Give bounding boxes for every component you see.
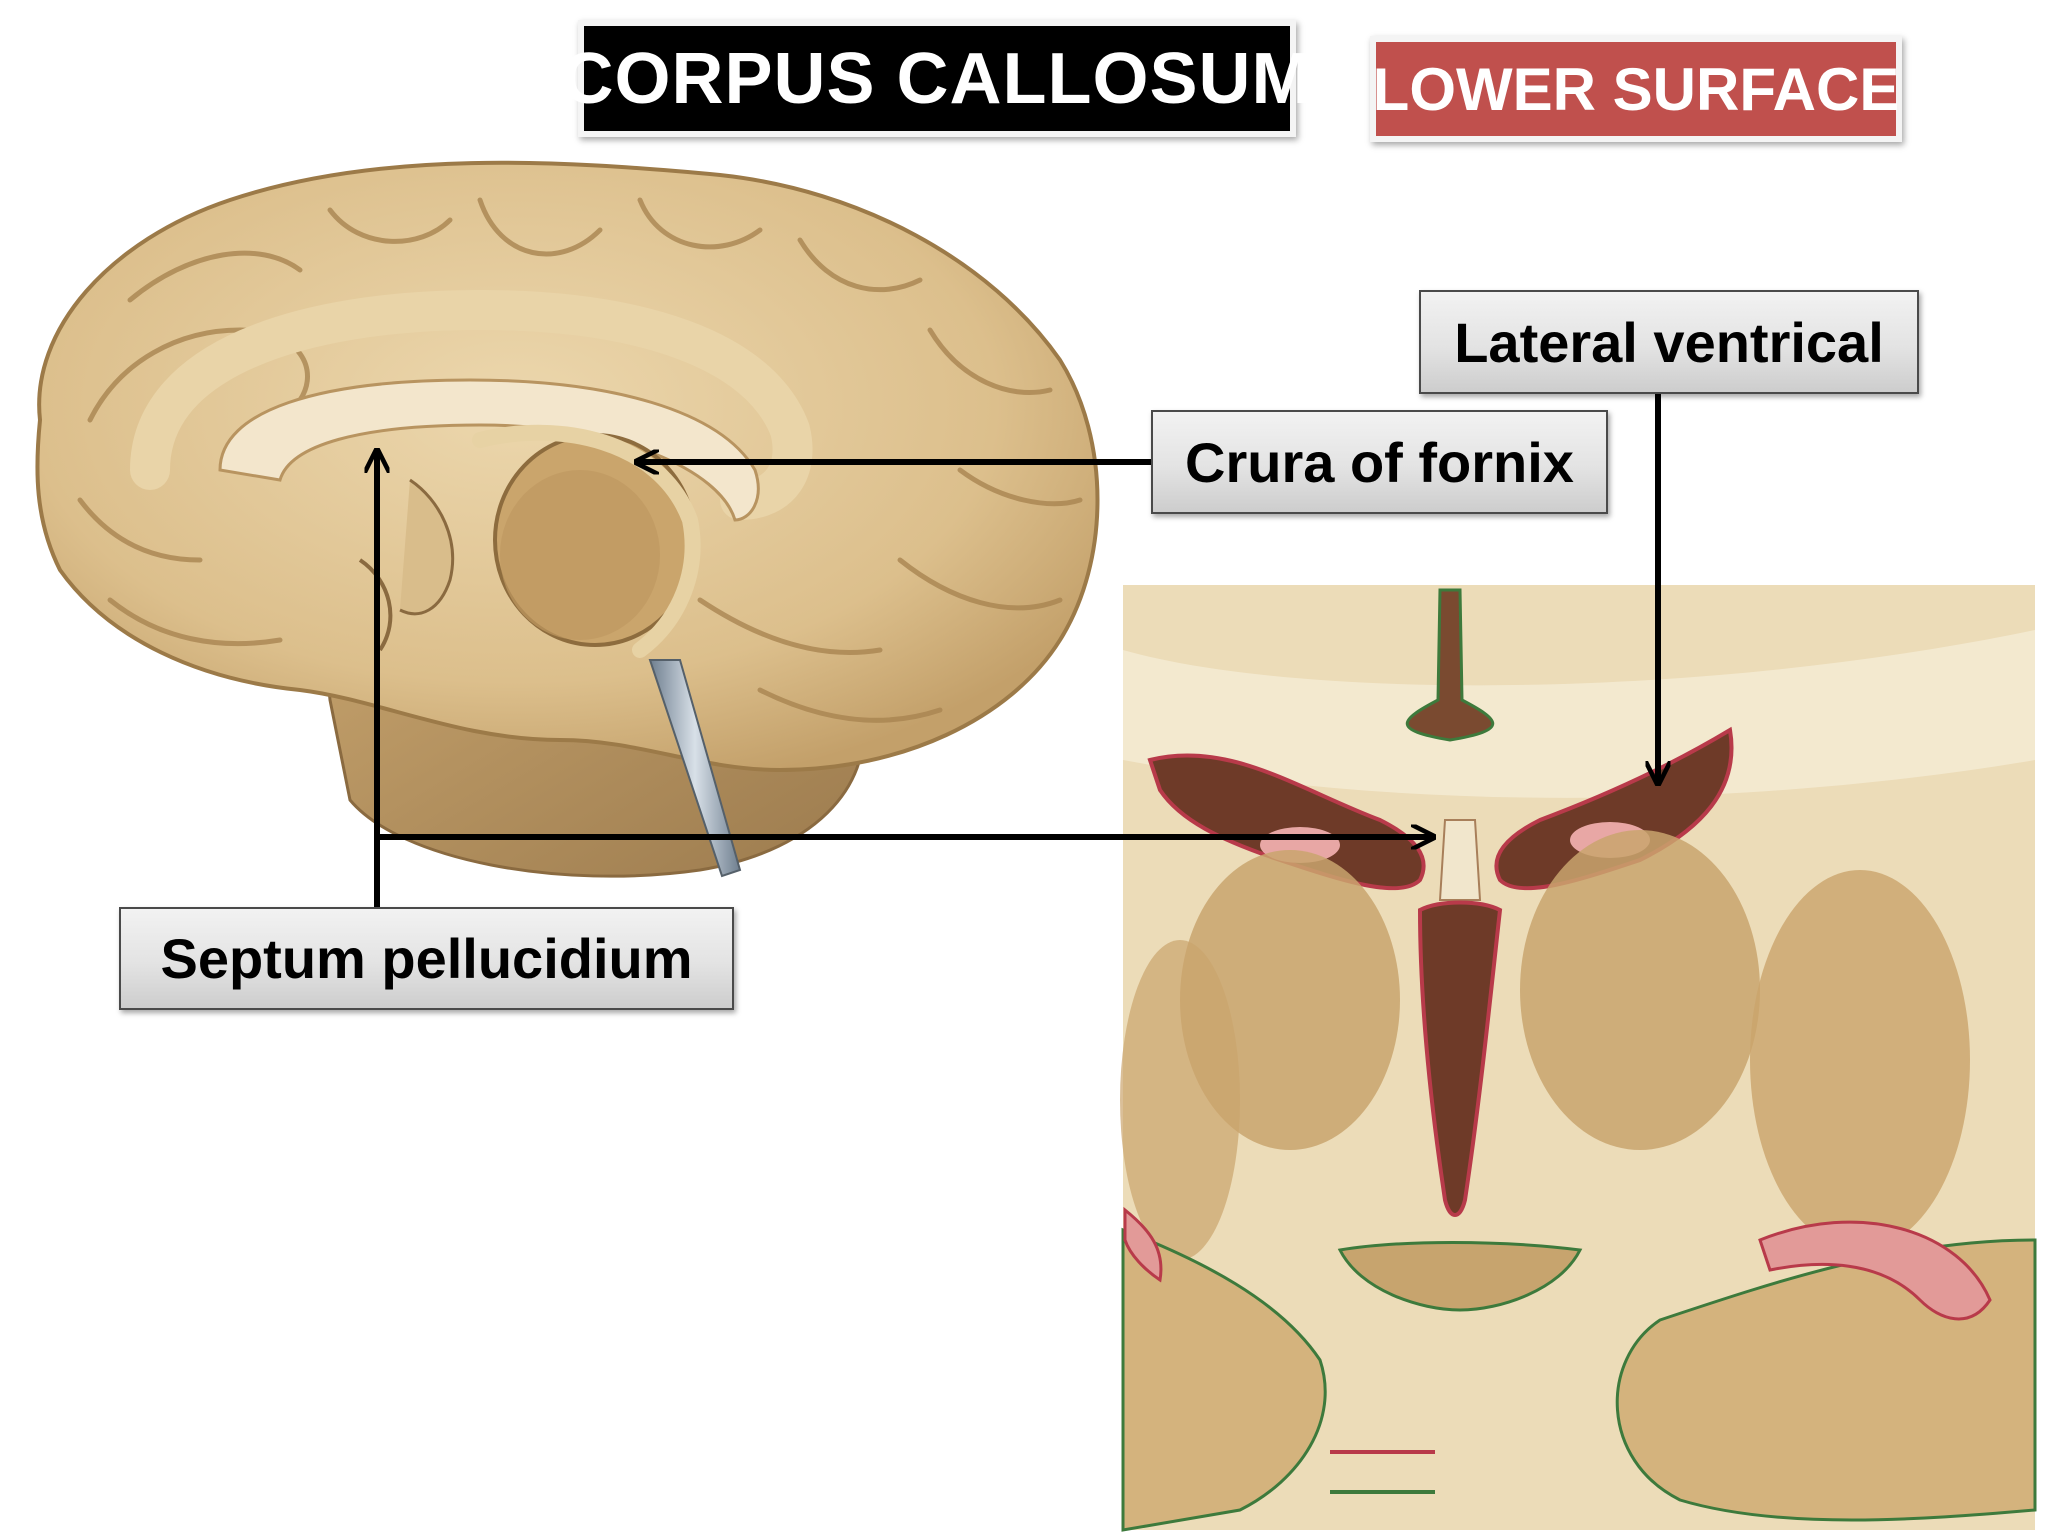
label-lateral-ventrical: Lateral ventrical xyxy=(1419,290,1919,394)
medial-brain-illustration xyxy=(35,160,1100,878)
label-septum-pellucidium: Septum pellucidium xyxy=(119,907,734,1010)
label-crura-of-fornix: Crura of fornix xyxy=(1151,410,1608,514)
slide-subtitle: LOWER SURFACE xyxy=(1370,36,1902,142)
slide-title: CORPUS CALLOSUM xyxy=(562,20,1312,137)
coronal-section-illustration xyxy=(1120,585,2037,1532)
